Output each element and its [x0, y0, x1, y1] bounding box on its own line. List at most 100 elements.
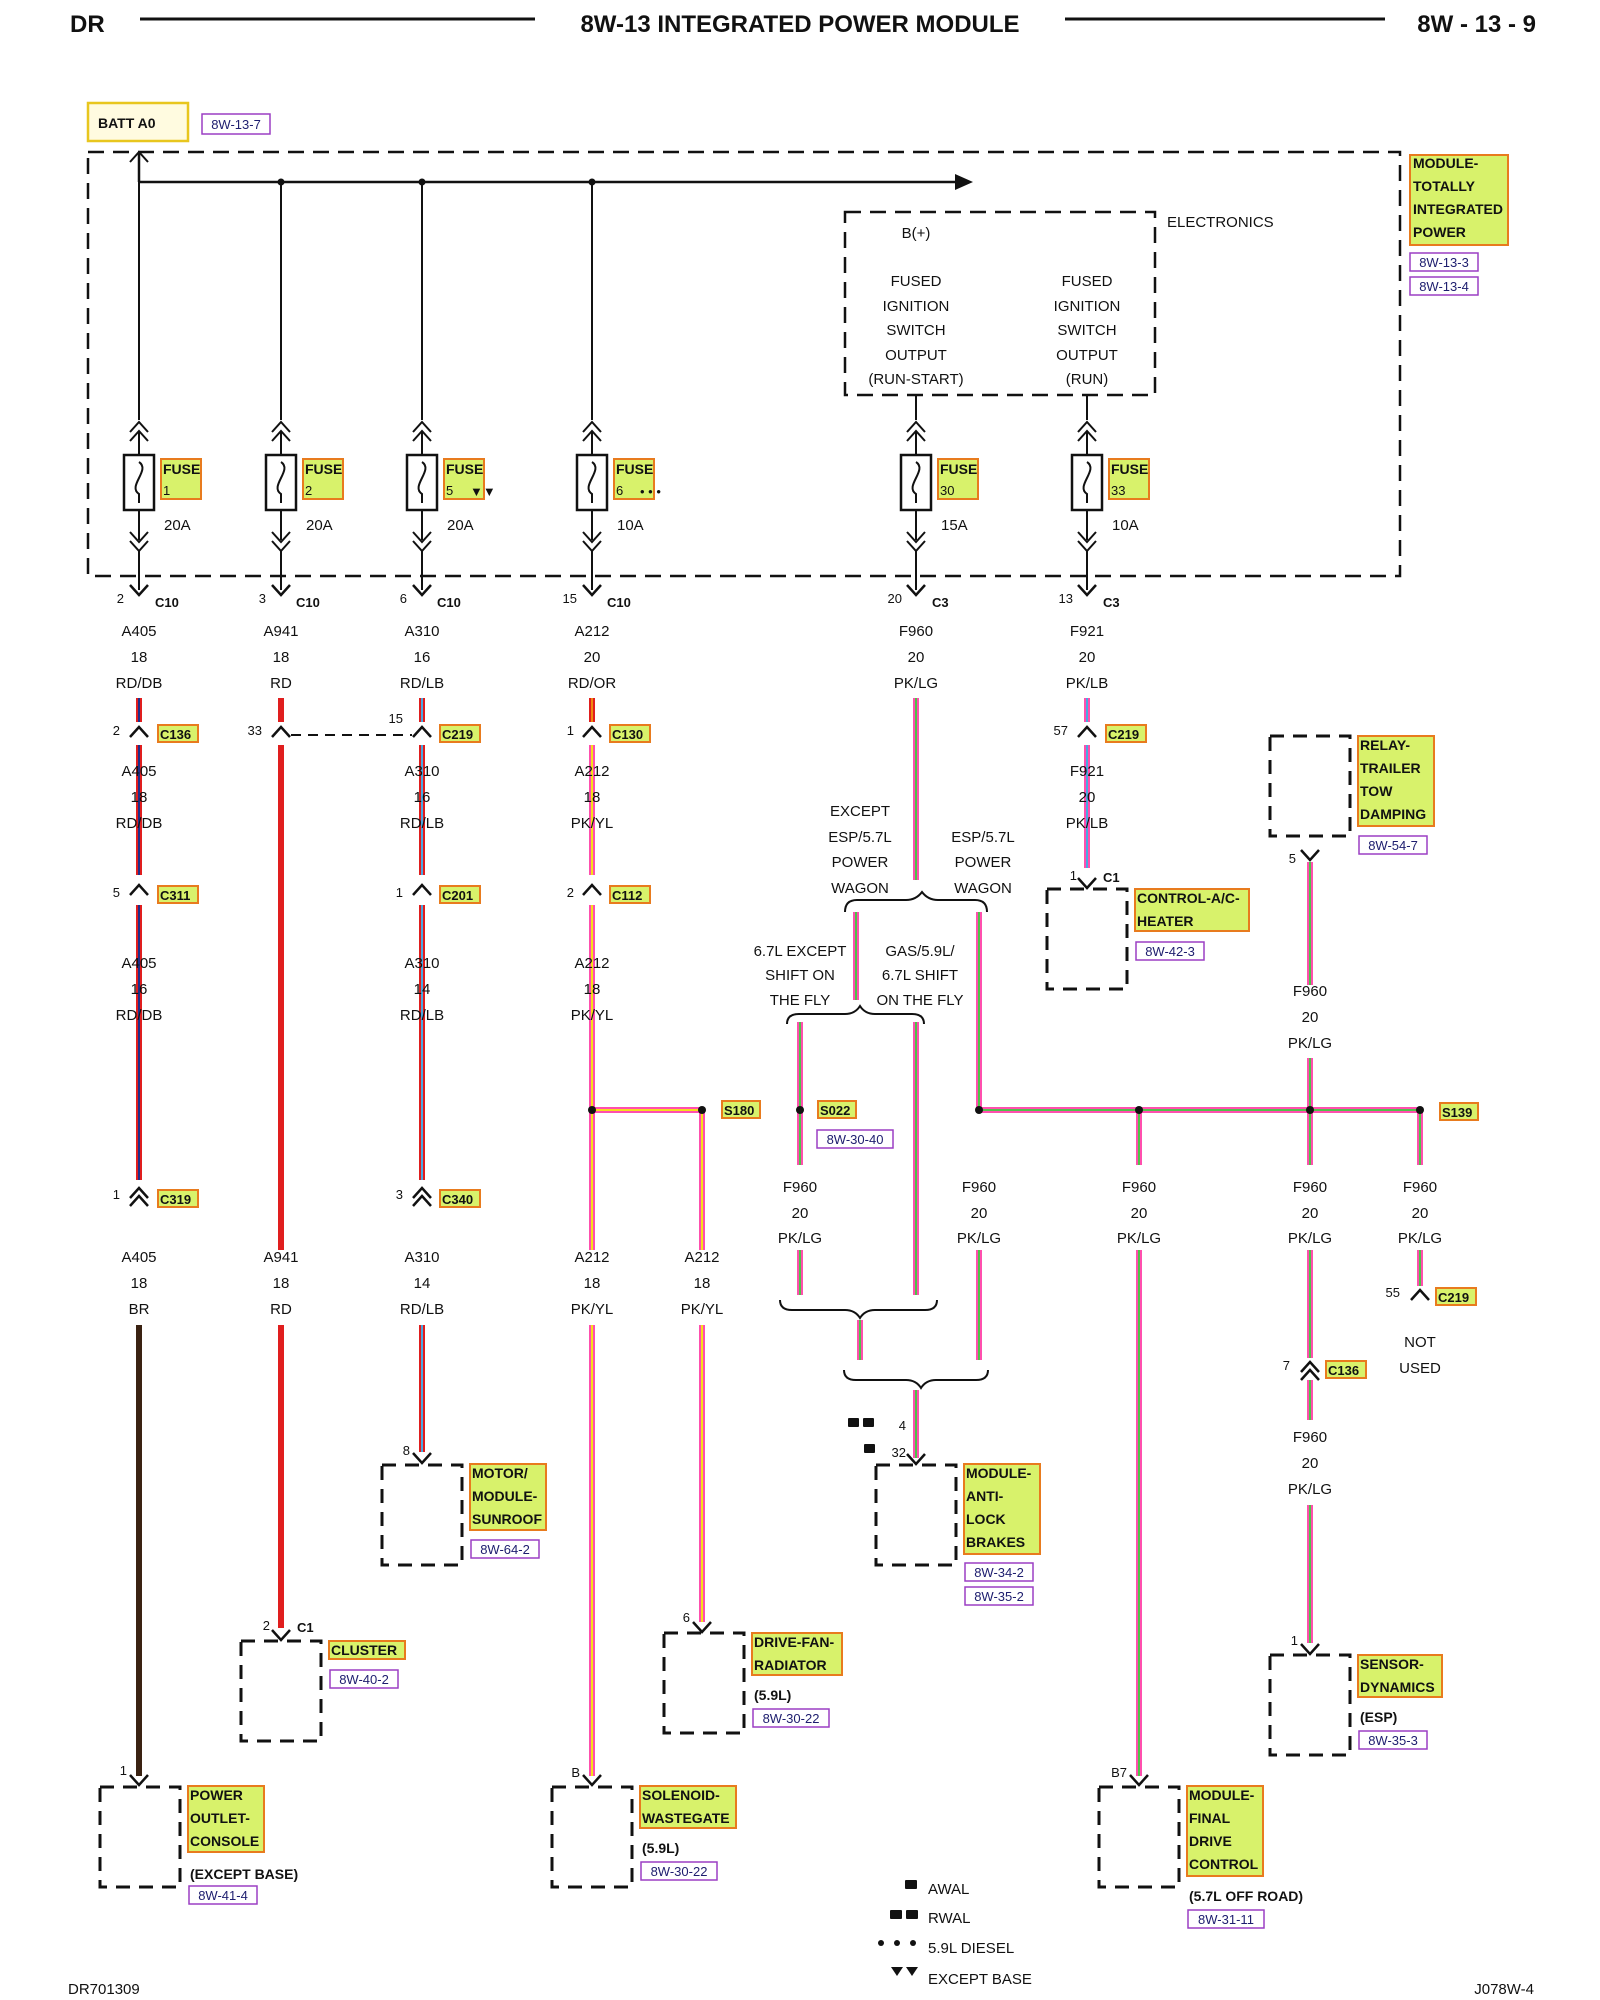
s022-ref-box	[816, 1129, 894, 1149]
bus-arrow	[955, 174, 973, 190]
c4-j2-conn-bg	[609, 885, 651, 904]
sunroof-box	[380, 1463, 464, 1567]
c4-w4-gauge: 18	[584, 1275, 601, 1292]
power-outlet-line-2: OUTLET-	[190, 1810, 250, 1826]
module-ref-box-2	[1409, 276, 1479, 296]
c340-mark-chevron	[412, 1186, 432, 1199]
fuse-30-label-bg	[937, 458, 979, 500]
fuse-33-label-bg	[1108, 458, 1150, 500]
batt-label-box	[86, 101, 190, 143]
fuse-33-number: 33	[1111, 483, 1125, 498]
fdc-line-4: CONTROL	[1189, 1856, 1259, 1872]
power-outlet-box	[98, 1785, 182, 1889]
fan-line-1: DRIVE-FAN-	[754, 1634, 834, 1650]
fuse-33-label: FUSE	[1111, 461, 1148, 477]
c130-mark-chevron	[582, 725, 602, 738]
c4-w2-gauge: 18	[584, 789, 601, 806]
opt-b-1: ESP/5.7L	[951, 829, 1014, 846]
header-left: DR	[70, 11, 105, 38]
opt-d-2: 6.7L SHIFT	[882, 967, 958, 984]
c4-top-conn: C10	[607, 595, 631, 610]
not-used-1: NOT	[1404, 1334, 1436, 1351]
batt-source: BATT A0 8W-13-7	[86, 101, 271, 143]
fuse-33-chevron-bot-a	[1077, 531, 1097, 544]
ac-heater-ref: 8W-42-3	[1145, 944, 1195, 959]
fuse-5-rating: 20A	[447, 517, 474, 534]
relay-fork	[1300, 849, 1320, 862]
c3-w1-color: RD/LB	[400, 675, 444, 692]
c4-w4-circuit: A212	[574, 1249, 609, 1266]
wire-layer	[129, 698, 1430, 1787]
legend-except-base-icon	[891, 1967, 918, 1976]
bus-wf5-circuit: F960	[1403, 1179, 1437, 1196]
module-name-label: MODULE- TOTALLY INTEGRATED POWER 8W-13-3…	[1409, 154, 1509, 296]
relay-line-3: TOW	[1360, 783, 1393, 799]
c136-mark-chevron	[129, 725, 149, 738]
fan-fork	[692, 1621, 712, 1634]
c5-w2-color: PK/LG	[778, 1230, 822, 1247]
not-used-2: USED	[1399, 1360, 1441, 1377]
c4-w1-color: RD/OR	[568, 675, 617, 692]
fdc-line-3: DRIVE	[1189, 1833, 1232, 1849]
c4-j1-pin: 1	[567, 723, 574, 738]
circuit-a212: 15 C10 A212 20 RD/OR 1 C130 A212 18 PK/Y…	[550, 591, 843, 1889]
c6-j1-conn-bg	[1105, 724, 1147, 743]
c130-mark	[582, 725, 602, 738]
module-name-line-3: INTEGRATED	[1413, 201, 1503, 217]
fuse-30-number: 30	[940, 483, 954, 498]
wastegate-ref-box	[640, 1861, 718, 1881]
opt-a-4: WAGON	[831, 880, 889, 897]
legend: AWAL RWAL 5.9L DIESEL EXCEPT BASE	[878, 1880, 1032, 1988]
sensor-fork	[1300, 1643, 1320, 1656]
power-outlet-line-1: POWER	[190, 1787, 243, 1803]
c2-top-pin: 3	[259, 591, 266, 606]
c201-mark-chevron	[412, 883, 432, 896]
c136-mark	[129, 725, 149, 738]
c2-w2-gauge: 18	[273, 1275, 290, 1292]
cluster-ref-box	[329, 1669, 399, 1689]
fuse-2-element-icon	[276, 461, 286, 503]
opt-b-3: WAGON	[954, 880, 1012, 897]
c3-w3-color: RD/LB	[400, 1007, 444, 1024]
c5-top-pin: 20	[888, 591, 902, 606]
c3-w3-gauge: 14	[414, 981, 431, 998]
ac-heater-ref-box	[1135, 941, 1205, 961]
power-outlet-name-bg	[187, 1785, 265, 1853]
fuse-30-element-icon	[911, 461, 921, 503]
bus-wf6-color: PK/LG	[1288, 1481, 1332, 1498]
relay-line-2: TRAILER	[1360, 760, 1421, 776]
ac-heater-line-1: CONTROL-A/C-	[1137, 890, 1240, 906]
sunroof-ref-box	[470, 1539, 540, 1559]
ign-run-start-1: FUSED	[891, 273, 942, 290]
c3-w2-color: RD/LB	[400, 815, 444, 832]
c1-w1-color: RD/DB	[116, 675, 163, 692]
header-title: 8W-13 INTEGRATED POWER MODULE	[580, 11, 1019, 38]
fuse-5-mark: ▼▼	[470, 484, 496, 499]
fuse-33-element-icon	[1082, 461, 1092, 503]
c219-a310-mark	[412, 725, 432, 738]
c219-nu-mark	[1410, 1288, 1430, 1301]
batt-ref: 8W-13-7	[211, 117, 261, 132]
sensor-line-2: DYNAMICS	[1360, 1679, 1435, 1695]
abs-pin-b: 32	[892, 1445, 906, 1460]
bus-node-b	[1135, 1106, 1143, 1114]
c3-j3-conn: C340	[442, 1192, 473, 1207]
ac-heater-name-bg	[1134, 888, 1250, 932]
relay-pin: 5	[1289, 851, 1296, 866]
c3-j3-pin: 3	[396, 1187, 403, 1202]
c6-end-pin: 1	[1070, 868, 1077, 883]
c2-end-pin: 2	[263, 1618, 270, 1633]
fuse-6-label: FUSE	[616, 461, 653, 477]
bus-wf5-gauge: 20	[1412, 1205, 1429, 1222]
c3-j1-conn: C219	[442, 727, 473, 742]
fuse-6-chevron-bot-a	[582, 531, 602, 544]
wastegate-line-2: WASTEGATE	[642, 1810, 730, 1826]
ign-run-2: IGNITION	[1054, 298, 1121, 315]
wastegate-ref: 8W-30-22	[651, 1864, 708, 1879]
c1-w3-gauge: 16	[131, 981, 148, 998]
c3-w4-circuit: A310	[404, 1249, 439, 1266]
header-right: 8W - 13 - 9	[1417, 11, 1536, 38]
